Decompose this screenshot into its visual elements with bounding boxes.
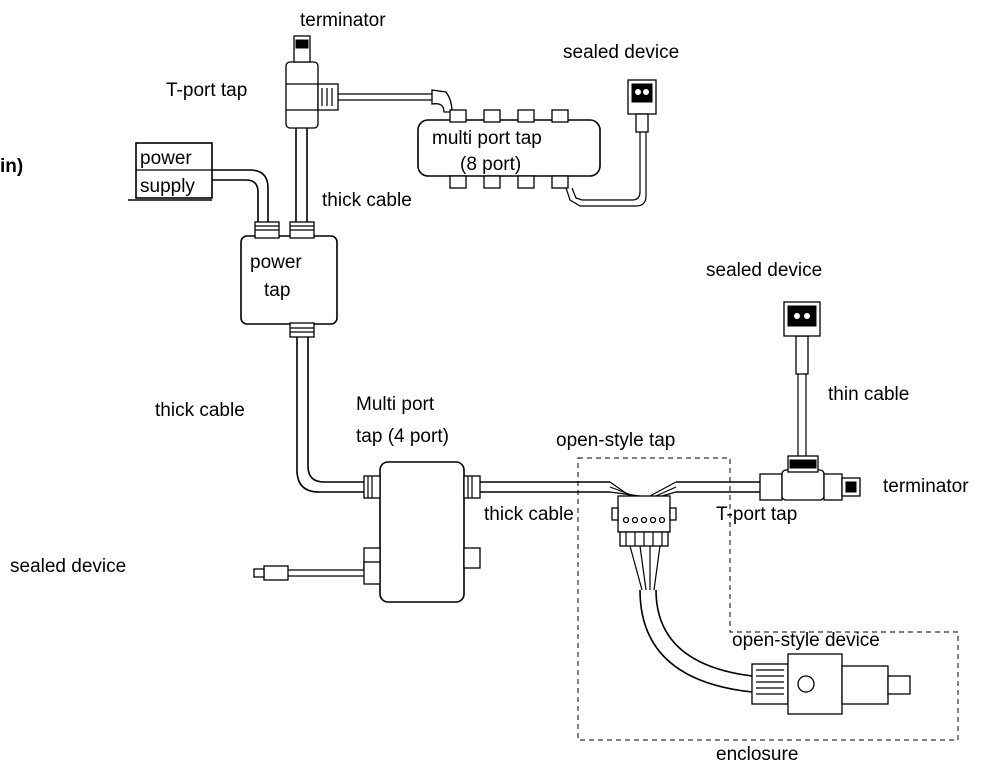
label-power-supply-line1: power — [140, 148, 192, 169]
terminator-top — [293, 35, 311, 63]
label-sealed-device-left: sealed device — [10, 556, 126, 577]
label-thick-cable-mid: thick cable — [484, 504, 574, 525]
thick-cable-left — [296, 337, 364, 493]
power-supply-cable — [212, 169, 269, 228]
label-power-tap-line2: tap — [264, 280, 290, 301]
label-multi-port-8-line1: multi port tap — [432, 128, 542, 149]
label-enclosure: enclosure — [716, 744, 798, 765]
multi-port-tap-4 — [363, 461, 481, 603]
drop-cable-to-sealed-device-left — [253, 565, 364, 581]
tport-tap-right — [759, 455, 843, 501]
label-open-style-device: open-style device — [732, 630, 880, 651]
label-partial-left: in) — [0, 156, 23, 177]
label-power-supply-line2: supply — [140, 176, 195, 197]
drop-cable-to-sealed-device-top — [565, 132, 647, 207]
label-tport-tap-right: T-port tap — [716, 504, 797, 525]
label-power-tap-line1: power — [250, 252, 302, 273]
drop-cable-to-8port — [338, 89, 453, 113]
label-thick-cable-top: thick cable — [322, 190, 412, 211]
thin-cable-right — [795, 335, 809, 456]
power-tap — [240, 221, 338, 338]
label-terminator-top: terminator — [300, 10, 386, 31]
thick-cable-to-tport — [649, 481, 760, 497]
multi-port-tap-8 — [417, 109, 601, 189]
label-thick-cable-left: thick cable — [155, 400, 245, 421]
thick-cable-vertical-top — [295, 128, 308, 222]
label-multi-port-4-line1: Multi port — [356, 394, 435, 415]
thick-cable-middle — [480, 481, 641, 497]
label-terminator-right: terminator — [883, 476, 969, 497]
open-style-device — [751, 653, 911, 715]
enclosure-outline — [577, 457, 959, 741]
label-thin-cable: thin cable — [828, 384, 909, 405]
cable-to-open-style-device — [629, 545, 753, 693]
label-sealed-device-right: sealed device — [706, 260, 822, 281]
sealed-device-top — [627, 79, 657, 133]
label-multi-port-4-line2: tap (4 port) — [356, 426, 449, 447]
open-style-tap — [611, 495, 677, 547]
label-open-style-tap: open-style tap — [556, 430, 675, 451]
label-sealed-device-top: sealed device — [563, 42, 679, 63]
terminator-right — [841, 477, 861, 497]
tport-tap-top — [285, 61, 339, 129]
power-supply — [128, 142, 213, 201]
label-tport-tap-top: T-port tap — [166, 80, 247, 101]
sealed-device-right — [783, 301, 821, 337]
label-multi-port-8-line2: (8 port) — [460, 154, 521, 175]
